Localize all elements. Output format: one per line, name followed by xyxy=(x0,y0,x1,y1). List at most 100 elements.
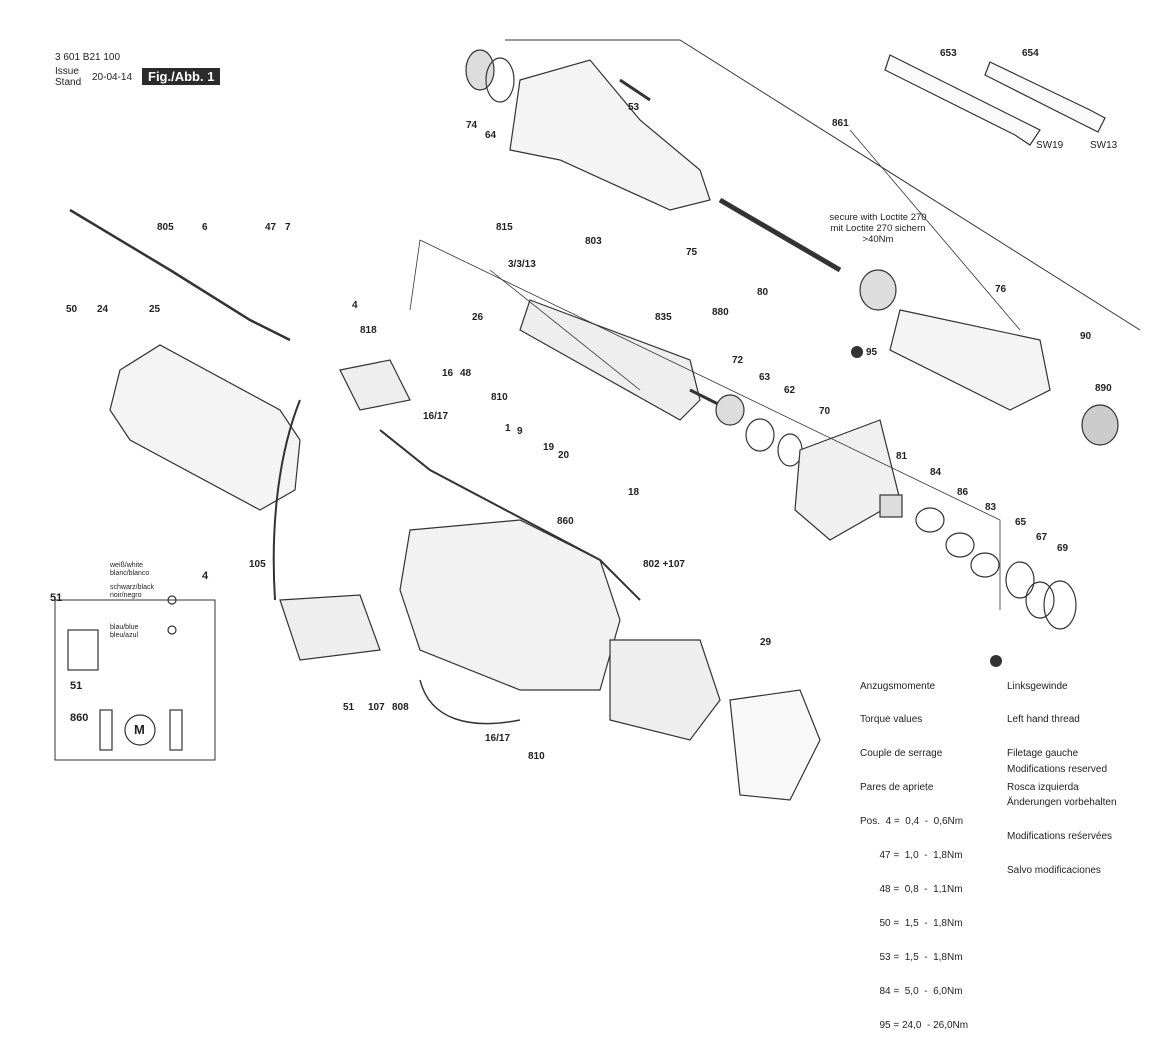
housing-25 xyxy=(109,344,301,511)
modifications-note: Modifications reserved Änderungen vorbeh… xyxy=(1007,741,1117,888)
torque-title-de: Anzugsmomente xyxy=(860,680,936,692)
part-callout: 16/17 xyxy=(423,411,449,422)
part-callout: 860 xyxy=(557,516,574,527)
part-callout: 74 xyxy=(466,120,478,131)
part-callout: 65 xyxy=(1015,517,1027,528)
collet-890 xyxy=(1081,404,1119,446)
motor-letter: M xyxy=(134,722,145,737)
loctite-note: secure with Loctite 270 mit Loctite 270 … xyxy=(808,212,948,245)
part-callout: 880 xyxy=(712,307,729,318)
thread-es: Rosca izquierda xyxy=(1007,782,1079,794)
part-callout: 19 xyxy=(543,442,555,453)
schematic-frame xyxy=(54,599,216,761)
wrench-size-sw19: SW19 xyxy=(1036,140,1064,151)
torque-row: 50 = 1,5 - 1,8Nm xyxy=(860,917,963,929)
wiring-51-left: 51 xyxy=(50,592,63,604)
stator-29 xyxy=(609,639,721,741)
part-callout: 105 xyxy=(249,559,266,570)
part-callout: 18 xyxy=(628,487,640,498)
stand-label: Stand xyxy=(55,77,82,88)
part-callout: 653 xyxy=(940,48,957,59)
figure-label: Fig./Abb. 1 xyxy=(142,68,221,85)
flange-70 xyxy=(794,419,901,541)
torque-title-en: Torque values xyxy=(860,714,923,726)
part-callout: 808 xyxy=(392,702,409,713)
nut-95 xyxy=(859,269,897,311)
part-callout: 69 xyxy=(1057,543,1069,554)
part-callout: 7 xyxy=(285,222,291,233)
part-callout: 29 xyxy=(760,637,772,648)
part-callout: 16 xyxy=(442,368,454,379)
part-callout: 81 xyxy=(896,451,908,462)
wiring-860: 860 xyxy=(70,712,89,724)
motor-housing-802 xyxy=(399,519,621,691)
part-callout: 6 xyxy=(202,222,208,233)
loctite-line1: secure with Loctite 270 xyxy=(829,212,927,223)
part-callout: 9 xyxy=(517,426,523,437)
part-callout: 48 xyxy=(460,368,472,379)
motor-symbol xyxy=(124,714,156,746)
oring-64 xyxy=(485,57,515,103)
spindle-80 xyxy=(718,197,842,273)
part-callout: 20 xyxy=(558,450,570,461)
torque-title-es: Pares de apriete xyxy=(860,782,934,794)
part-callout: 86 xyxy=(957,487,969,498)
torque-row: 95 = 24,0 - 26,0Nm xyxy=(860,1019,969,1031)
torque-title-fr: Couple de serrage xyxy=(860,748,943,760)
part-callout: 70 xyxy=(819,406,831,417)
part-callout: 95 xyxy=(866,347,878,358)
part-callout: 76 xyxy=(995,284,1007,295)
mods-en: Modifications reserved xyxy=(1007,763,1108,775)
part-callout: 835 xyxy=(655,312,672,323)
part-callout: 815 xyxy=(496,222,513,233)
part-callout: 90 xyxy=(1080,331,1092,342)
part-callout: 75 xyxy=(686,247,698,258)
part-callout: 51 xyxy=(343,702,355,713)
part-callout: 80 xyxy=(757,287,769,298)
part-callout: 63 xyxy=(759,372,771,383)
part-callout: 67 xyxy=(1036,532,1048,543)
part-callout: 1 xyxy=(505,423,511,434)
issue-label: Issue xyxy=(55,66,79,77)
wrench-653 xyxy=(884,54,1041,146)
doc-number: 3 601 B21 100 xyxy=(55,52,121,63)
part-callout: 810 xyxy=(491,392,508,403)
switch-4 xyxy=(339,359,411,411)
mods-de: Änderungen vorbehalten xyxy=(1007,797,1117,809)
loctite-line2: mit Loctite 270 sichern xyxy=(830,223,926,234)
torque-legend: Anzugsmomente Torque values Couple de se… xyxy=(860,658,968,1042)
part-callout: 805 xyxy=(157,222,174,233)
part-callout: 50 xyxy=(66,304,78,315)
part-callout: 26 xyxy=(472,312,484,323)
part-callout: 47 xyxy=(265,222,277,233)
cable-805 xyxy=(69,208,291,342)
thread-legend: Linksgewinde Left hand thread Filetage g… xyxy=(1007,658,1080,805)
part-callout: 83 xyxy=(985,502,997,513)
part-callout: 810 xyxy=(528,751,545,762)
torque-row: Pos. 4 = 0,4 - 0,6Nm xyxy=(860,816,964,828)
sleeve-76 xyxy=(889,309,1051,411)
part-callout: 72 xyxy=(732,355,744,366)
part-callout: 861 xyxy=(832,118,849,129)
loctite-line3: >40Nm xyxy=(862,234,894,245)
part-callout: 654 xyxy=(1022,48,1039,59)
torque-row: 48 = 0,8 - 1,1Nm xyxy=(860,883,963,895)
part-callout: 25 xyxy=(149,304,161,315)
part-callout: 84 xyxy=(930,467,942,478)
bearing-74 xyxy=(465,49,495,91)
wrench-size-sw13: SW13 xyxy=(1090,140,1118,151)
part-callout: 16/17 xyxy=(485,733,511,744)
torque-row: 84 = 5,0 - 6,0Nm xyxy=(860,985,963,997)
part-callout: 890 xyxy=(1095,383,1112,394)
wiring-4: 4 xyxy=(202,570,209,582)
brush-holder-51 xyxy=(279,594,381,661)
mods-es: Salvo modificaciones xyxy=(1007,865,1101,877)
part-callout: 3/3/13 xyxy=(508,259,536,270)
torque-row: 47 = 1,0 - 1,8Nm xyxy=(860,850,963,862)
part-callout: 803 xyxy=(585,236,602,247)
armature-835 xyxy=(519,299,701,421)
housing-861 xyxy=(509,59,711,211)
